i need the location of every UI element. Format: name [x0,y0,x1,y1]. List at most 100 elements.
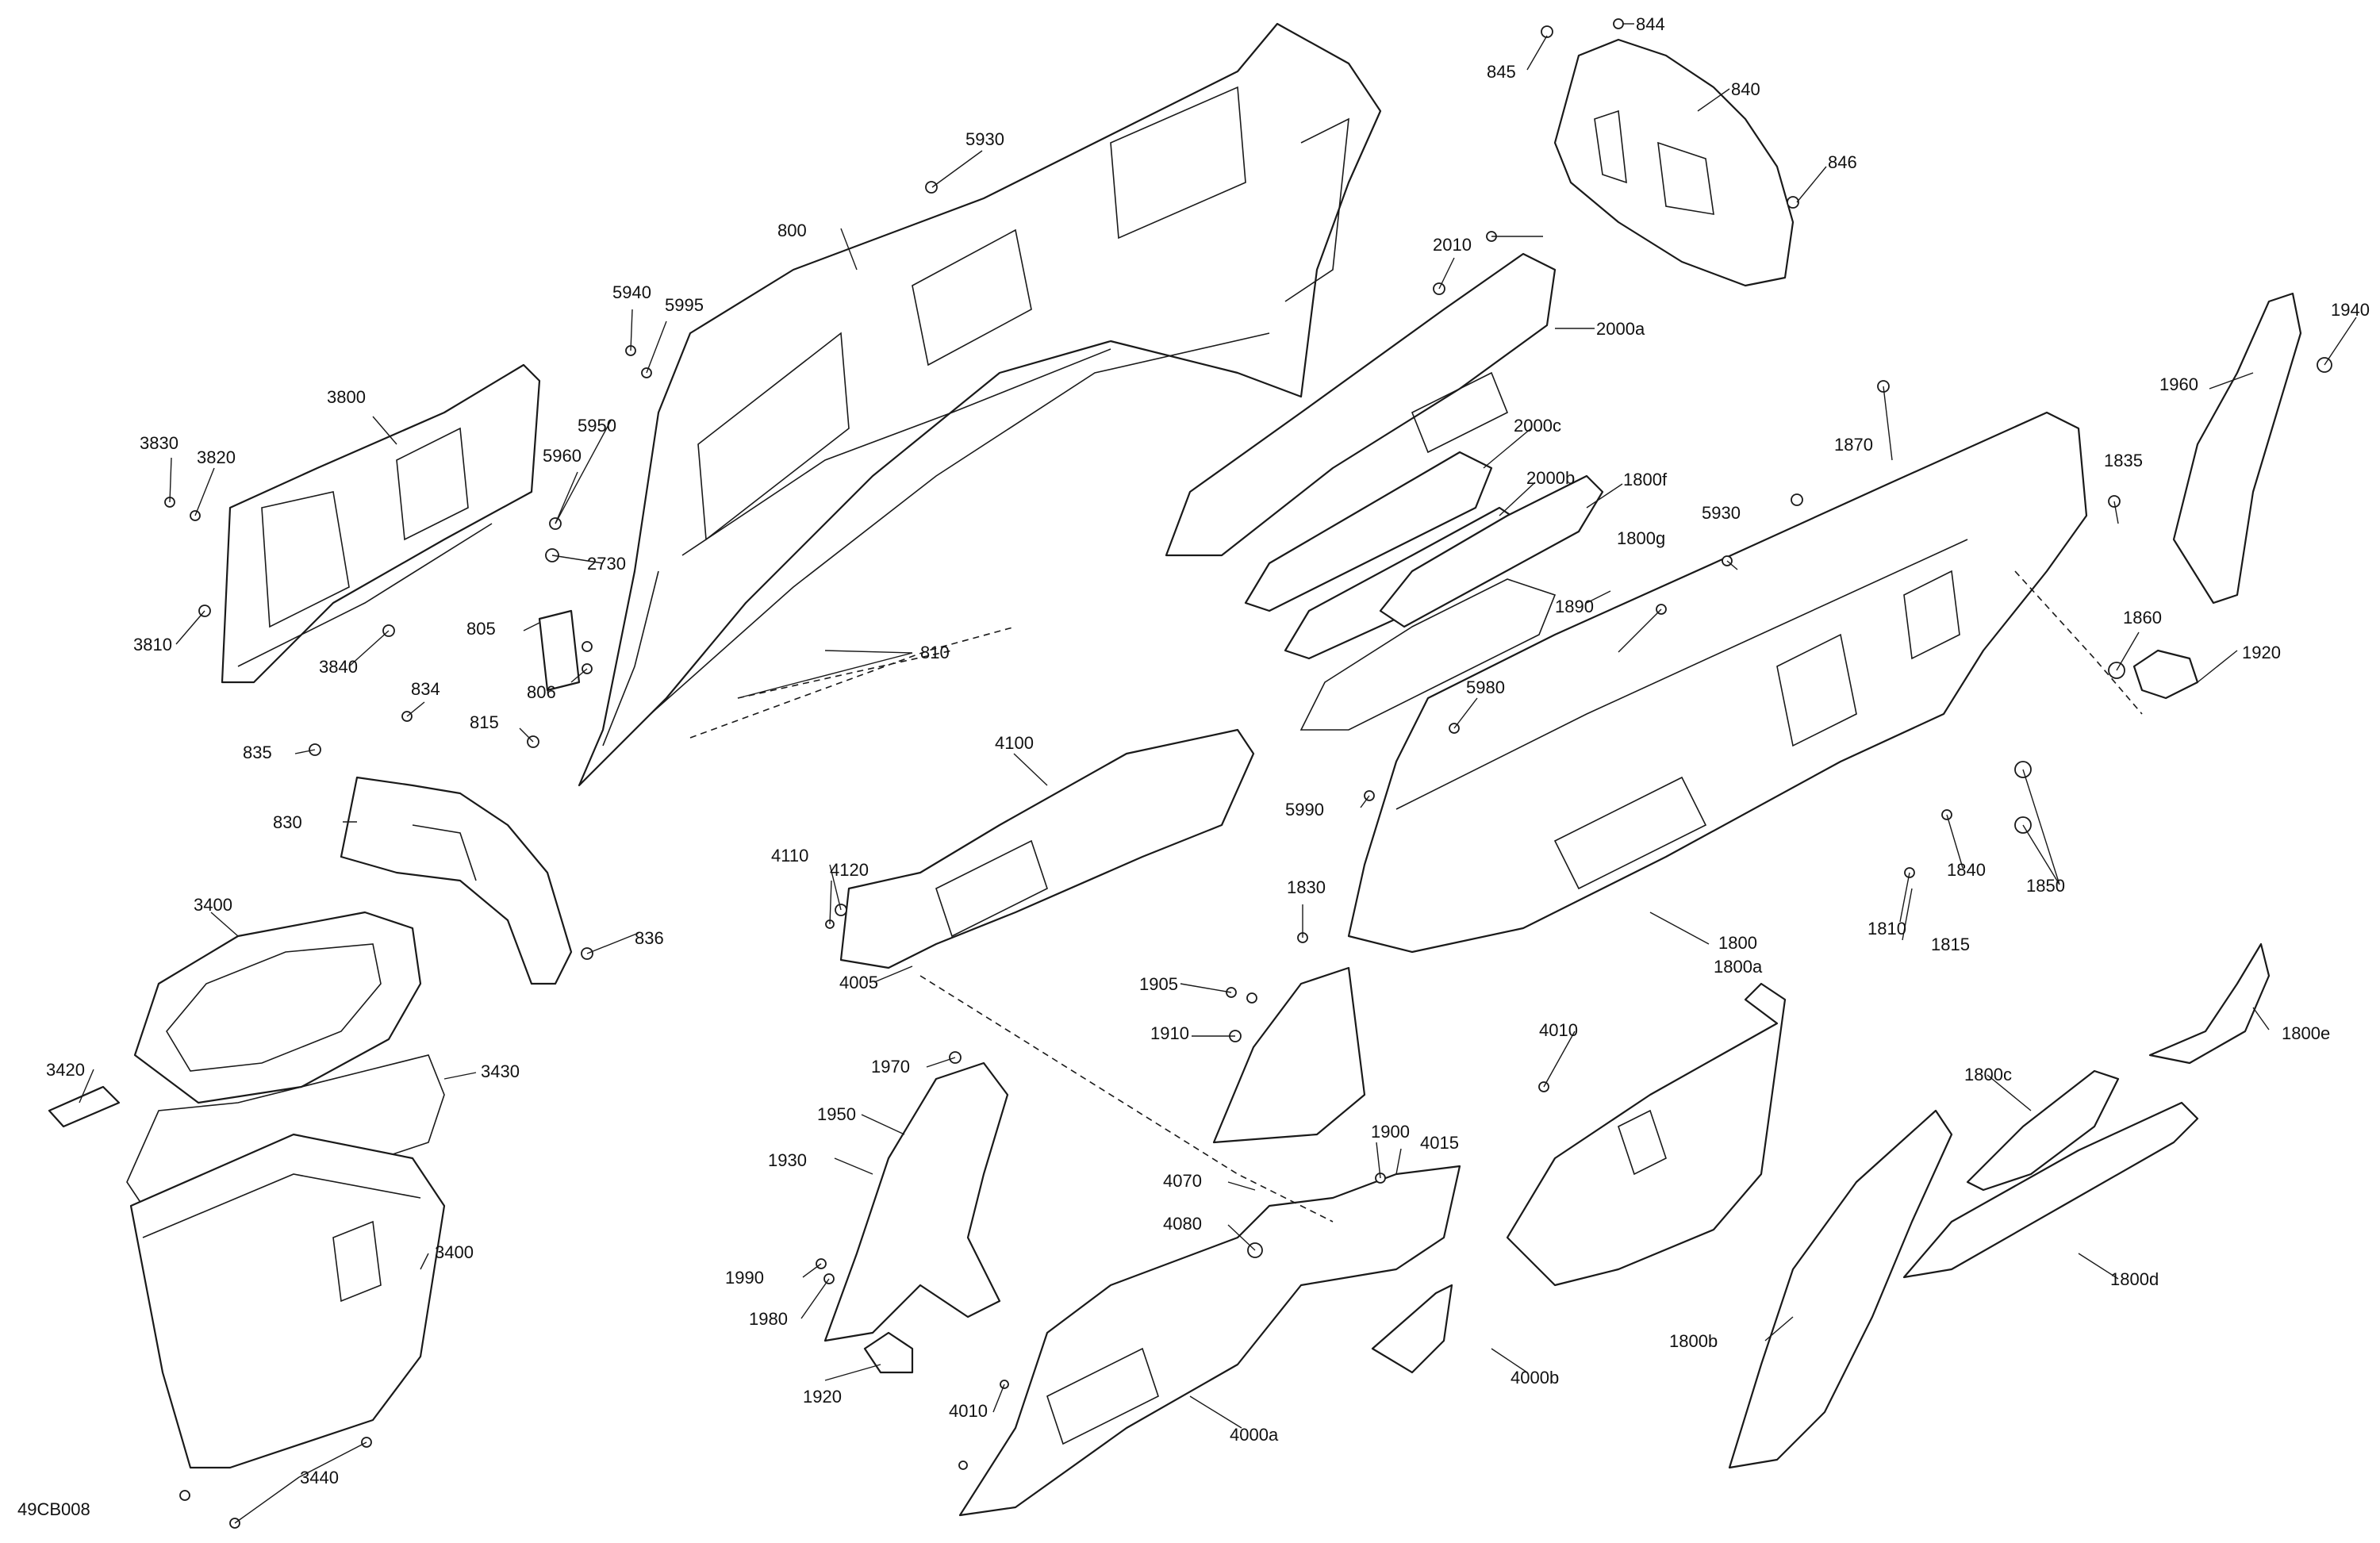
callout-5930-mid: 5930 [1702,503,1741,523]
assembly-line-duct [919,975,1334,1223]
callout-1905: 1905 [1139,974,1178,994]
part-1800-main-panel [1347,411,2088,954]
callout-4010-mid: 4010 [1539,1020,1578,1040]
callout-1990: 1990 [725,1268,764,1288]
callout-labels: 844 845 840 846 5930 800 2010 2000a 5940… [46,14,2370,1487]
callout-4015: 4015 [1420,1133,1459,1153]
callout-3820: 3820 [197,447,236,467]
part-4000b-plate [1371,1284,1453,1374]
callout-1920-right: 1920 [2242,643,2281,662]
callout-3420: 3420 [46,1060,85,1080]
part-800-upper-panel [578,22,1382,787]
callout-3440: 3440 [300,1468,339,1487]
callout-3400-top: 3400 [194,895,232,915]
part-805-bracket [538,609,581,692]
callout-844: 844 [1636,14,1665,34]
callout-1800e: 1800e [2282,1023,2330,1043]
callout-5995: 5995 [665,295,704,315]
callout-4070: 4070 [1163,1171,1202,1191]
part-1800g-seal [1299,578,1557,731]
part-1800e-panel [2148,942,2271,1065]
callout-5930-top: 5930 [965,129,1004,149]
callout-1800d: 1800d [2110,1269,2159,1289]
callout-5940: 5940 [612,282,651,302]
part-3400-storage-lid [133,911,422,1104]
callout-2730: 2730 [587,554,626,574]
callout-1800f: 1800f [1623,470,1668,489]
part-4000a-duct [958,1165,1461,1517]
callout-1960: 1960 [2159,374,2198,394]
assembly-line-upper [689,626,1016,739]
part-1960-bracket [2172,292,2302,605]
callout-5950: 5950 [578,416,616,436]
part-4010-housing [1506,982,1787,1287]
callout-1930: 1930 [768,1150,807,1170]
callout-1835: 1835 [2104,451,2143,470]
part-1920-clip-right [2132,649,2199,700]
part-1950-panel [823,1061,1009,1342]
callout-805: 805 [466,619,496,639]
callout-1970: 1970 [871,1057,910,1077]
callout-1890: 1890 [1555,597,1594,616]
part-1920-clip-left [863,1331,914,1374]
callout-845: 845 [1487,62,1516,82]
callout-1815: 1815 [1931,935,1970,954]
part-3400-storage-bin [129,1133,446,1469]
callout-4000a: 4000a [1230,1425,1279,1445]
part-830-support [340,776,573,985]
callout-1800: 1800 [1718,933,1757,953]
callout-3430: 3430 [481,1061,520,1081]
callout-840: 840 [1731,79,1760,99]
part-4100-duct [839,728,1255,969]
callout-4000b: 4000b [1511,1368,1559,1388]
callout-810: 810 [920,643,950,662]
callout-2000c: 2000c [1514,416,1561,436]
callout-1850: 1850 [2026,876,2065,896]
callout-1800g: 1800g [1617,528,1665,548]
callout-1810: 1810 [1868,919,1906,938]
leader-lines [79,23,2357,1524]
callout-1950: 1950 [817,1104,856,1124]
callout-4005: 4005 [839,973,878,992]
figure-reference: 49CB008 [17,1499,90,1519]
callout-846: 846 [1828,152,1857,172]
callout-1830: 1830 [1287,877,1326,897]
callout-3810: 3810 [133,635,172,654]
callout-1940: 1940 [2331,300,2370,320]
callout-5960: 5960 [543,446,582,466]
part-1800d-panel [1902,1101,2199,1279]
callout-2000b: 2000b [1526,468,1575,488]
callout-2000a: 2000a [1596,319,1645,339]
part-3420-latch [48,1085,121,1128]
callout-4010-bottom: 4010 [949,1401,988,1421]
callout-834: 834 [411,679,440,699]
callout-5990: 5990 [1285,800,1324,819]
callout-2010: 2010 [1433,235,1472,255]
callout-835: 835 [243,743,272,762]
callout-4100: 4100 [995,733,1034,753]
callout-800: 800 [777,221,807,240]
part-840-side-panel [1553,38,1795,287]
assembly-line-810 [737,650,953,699]
callout-5980: 5980 [1466,677,1505,697]
callout-830: 830 [273,812,302,832]
part-1800b-shield [1728,1109,1953,1469]
callout-4080: 4080 [1163,1214,1202,1234]
part-1800a-frame [1212,966,1366,1144]
callout-1910: 1910 [1150,1023,1189,1043]
part-2000c-panel [1244,451,1493,612]
callout-3800: 3800 [327,387,366,407]
callout-3400-bin: 3400 [435,1242,474,1262]
callout-1920-left: 1920 [803,1387,842,1407]
callout-1800c: 1800c [1964,1065,2012,1084]
callout-3840: 3840 [319,657,358,677]
callout-806: 806 [527,682,556,702]
callout-836: 836 [635,928,664,948]
callout-1980: 1980 [749,1309,788,1329]
callout-4120: 4120 [830,860,869,880]
part-1800f-panel [1379,474,1604,628]
part-3800-left-panel [221,363,541,684]
part-2000a-panel [1165,252,1557,557]
callout-1900: 1900 [1371,1122,1410,1142]
